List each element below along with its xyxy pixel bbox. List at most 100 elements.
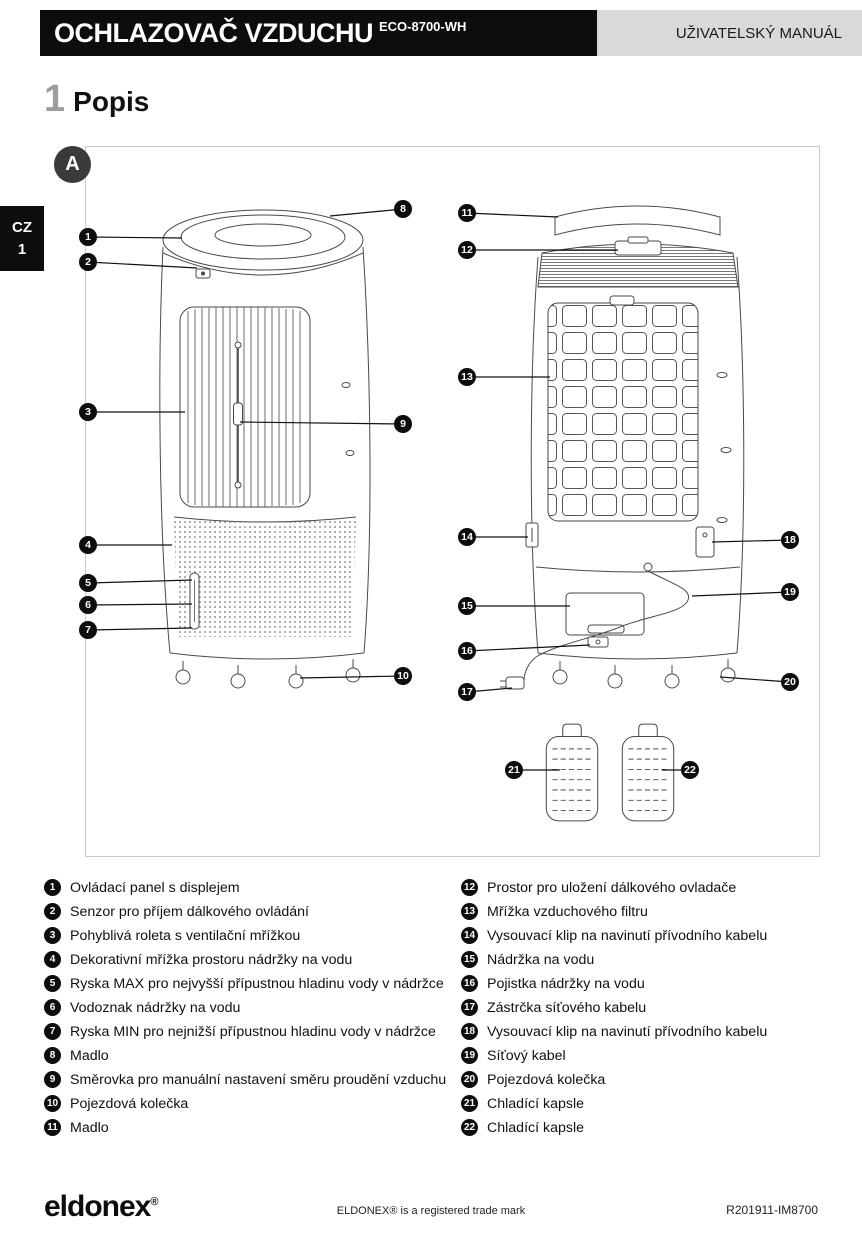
callout-badge-5: 5 (79, 574, 97, 592)
legend-item-text: Madlo (70, 1047, 109, 1064)
callout-badge-18: 18 (781, 531, 799, 549)
legend-item-number: 19 (461, 1047, 478, 1064)
page-title: OCHLAZOVAČ VZDUCHU (54, 17, 373, 48)
legend-item-text: Mřížka vzduchového filtru (487, 903, 648, 920)
callout-badge-14: 14 (458, 528, 476, 546)
language-page-tab: CZ 1 (0, 206, 44, 271)
legend-item-text: Nádržka na vodu (487, 951, 595, 968)
legend-item-number: 21 (461, 1095, 478, 1112)
legend-item: 19 Síťový kabel (461, 1047, 818, 1064)
legend-item-number: 17 (461, 999, 478, 1016)
legend-item-text: Pojistka nádržky na vodu (487, 975, 645, 992)
legend-item-number: 13 (461, 903, 478, 920)
legend-item-number: 1 (44, 879, 61, 896)
legend-item-number: 16 (461, 975, 478, 992)
legend-item: 21 Chladící kapsle (461, 1095, 818, 1112)
legend-item: 5 Ryska MAX pro nejvyšší přípustnou hladi… (44, 975, 461, 992)
legend: 1 Ovládací panel s displejem 2 Senzor pro p… (44, 879, 818, 1143)
legend-item-text: Zástrčka síťového kabelu (487, 999, 647, 1016)
legend-item-text: Vysouvací klip na navinutí přívodního ka… (487, 1023, 768, 1040)
callout-badge-9: 9 (394, 415, 412, 433)
legend-item: 2 Senzor pro příjem dálkového ovládání (44, 903, 461, 920)
legend-item-text: Síťový kabel (487, 1047, 566, 1064)
legend-item: 18 Vysouvací klip na navinutí přívodního … (461, 1023, 818, 1040)
callout-badge-17: 17 (458, 683, 476, 701)
callout-badge-20: 20 (781, 673, 799, 691)
section-heading: 1 Popis (44, 78, 149, 121)
legend-item-text: Pojezdová kolečka (70, 1095, 189, 1112)
legend-item: 6 Vodoznak nádržky na vodu (44, 999, 461, 1016)
legend-item-number: 5 (44, 975, 61, 992)
legend-item: 4 Dekorativní mřížka prostoru nádržky na … (44, 951, 461, 968)
legend-item: 13 Mřížka vzduchového filtru (461, 903, 818, 920)
callout-badge-11: 11 (458, 204, 476, 222)
legend-item-text: Dekorativní mřížka prostoru nádržky na v… (70, 951, 353, 968)
callout-badge-8: 8 (394, 200, 412, 218)
registered-mark: ® (150, 1196, 158, 1208)
legend-item-number: 8 (44, 1047, 61, 1064)
section-title: Popis (73, 86, 150, 117)
page-number: 1 (17, 241, 27, 258)
diagram-label: A (54, 146, 91, 183)
legend-item-text: Ovládací panel s displejem (70, 879, 240, 896)
legend-item-number: 3 (44, 927, 61, 944)
legend-item-text: Pohyblivá roleta s ventilační mřížkou (70, 927, 301, 944)
legend-item: 8 Madlo (44, 1047, 461, 1064)
callout-badge-2: 2 (79, 253, 97, 271)
legend-item-text: Pojezdová kolečka (487, 1071, 606, 1088)
front-view-drawing (159, 209, 371, 689)
callout-badge-10: 10 (394, 667, 412, 685)
legend-item-number: 22 (461, 1119, 478, 1136)
legend-item: 15 Nádržka na vodu (461, 951, 818, 968)
brand-logo-text: eldonex (44, 1190, 151, 1223)
legend-item-number: 20 (461, 1071, 478, 1088)
callout-badge-19: 19 (781, 583, 799, 601)
language-code: CZ (12, 219, 32, 236)
legend-column-left: 1 Ovládací panel s displejem 2 Senzor pro p… (44, 879, 461, 1143)
legend-item-number: 6 (44, 999, 61, 1016)
legend-item-text: Senzor pro příjem dálkového ovládání (70, 903, 309, 920)
legend-item-number: 2 (44, 903, 61, 920)
legend-item-text: Ryska MAX pro nejvyšší přípustnou hladin… (70, 975, 444, 992)
callout-badge-16: 16 (458, 642, 476, 660)
section-number: 1 (44, 78, 66, 120)
callout-badge-7: 7 (79, 621, 97, 639)
legend-item-number: 9 (44, 1071, 61, 1088)
legend-item-number: 7 (44, 1023, 61, 1040)
callout-badge-22: 22 (681, 761, 699, 779)
manual-type-label: UŽIVATELSKÝ MANUÁL (675, 24, 842, 42)
brand-logo: eldonex® (44, 1190, 159, 1224)
callout-badge-21: 21 (505, 761, 523, 779)
callout-badge-13: 13 (458, 368, 476, 386)
legend-item-number: 18 (461, 1023, 478, 1040)
legend-item: 22 Chladící kapsle (461, 1119, 818, 1136)
legend-item: 17 Zástrčka síťového kabelu (461, 999, 818, 1016)
legend-item-number: 14 (461, 927, 478, 944)
legend-item-text: Vodoznak nádržky na vodu (70, 999, 241, 1016)
document-code: R201911-IM8700 (726, 1203, 818, 1217)
legend-item: 3 Pohyblivá roleta s ventilační mřížkou (44, 927, 461, 944)
legend-item: 16 Pojistka nádržky na vodu (461, 975, 818, 992)
legend-item-number: 15 (461, 951, 478, 968)
callout-badge-1: 1 (79, 228, 97, 246)
diagram-frame (85, 146, 820, 857)
trademark-note: ELDONEX® is a registered trade mark (336, 1205, 526, 1217)
legend-item-text: Chladící kapsle (487, 1119, 584, 1136)
legend-item-number: 4 (44, 951, 61, 968)
legend-item: 1 Ovládací panel s displejem (44, 879, 461, 896)
callout-badge-3: 3 (79, 403, 97, 421)
callout-badge-15: 15 (458, 597, 476, 615)
ice-pack-drawing-right (621, 723, 675, 822)
callout-badge-12: 12 (458, 241, 476, 259)
ice-pack-drawing-left (545, 723, 599, 822)
legend-item-text: Chladící kapsle (487, 1095, 584, 1112)
header-title-box: OCHLAZOVAČ VZDUCHU ECO-8700-WH (40, 10, 597, 56)
model-number: ECO-8700-WH (378, 18, 467, 34)
